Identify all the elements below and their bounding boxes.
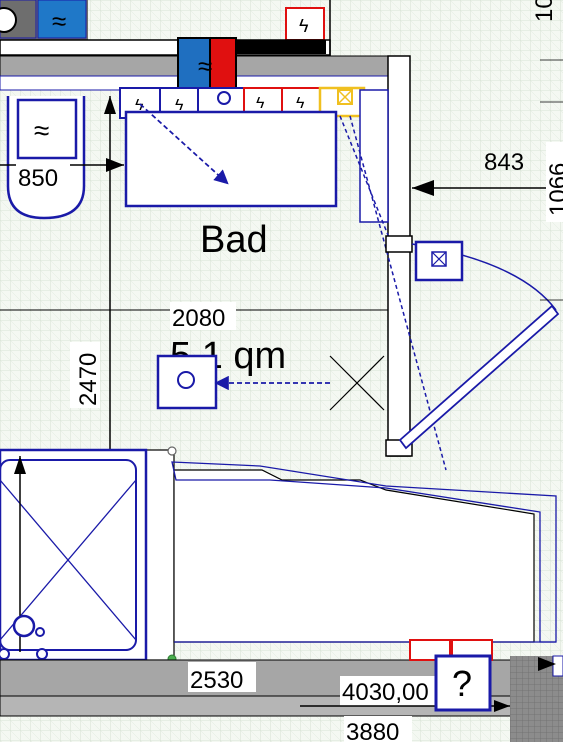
svg-text:ϟ: ϟ <box>296 95 305 112</box>
water-wave-icon: ≈ <box>52 6 66 36</box>
dim-2530-label: 2530 <box>190 667 243 694</box>
lightning-icon: ϟ <box>299 16 309 36</box>
room-name: Bad <box>200 219 268 261</box>
dim-843-arrow <box>412 180 434 196</box>
dim-3880-label: 3880 <box>346 719 399 742</box>
help-question-icon: ? <box>452 663 472 704</box>
dim-1066-label: 1066 <box>545 163 563 216</box>
right-wall-upper <box>387 55 411 247</box>
ventilation-box <box>156 354 218 410</box>
help-button[interactable] <box>434 654 492 712</box>
washbasin-cabinet <box>124 110 338 208</box>
shower-tray <box>0 448 148 662</box>
bathtub-wall <box>145 449 175 661</box>
door-switch-box <box>414 240 464 282</box>
dim-2080-label: 2080 <box>172 305 225 332</box>
dim-2470-arrow-top <box>104 96 116 114</box>
fan-icon <box>177 371 195 389</box>
shower-drain-icon <box>12 614 36 638</box>
boiler-block-red <box>209 37 237 91</box>
cistern-wave-icon: ≈ <box>34 115 49 146</box>
svg-text:ϟ: ϟ <box>175 97 184 114</box>
dim-top-right-label: 10 <box>531 0 558 22</box>
door-frame-top <box>385 235 413 253</box>
right-wall-middle <box>387 245 411 457</box>
dim-4030-label: 4030,00 <box>342 679 429 706</box>
water-heater-symbol <box>37 0 87 39</box>
dim-2470-label: 2470 <box>75 353 102 406</box>
corner-node-top[interactable] <box>167 446 177 456</box>
dim-843-label: 843 <box>484 149 524 176</box>
toilet-symbol: ≈ <box>6 96 86 220</box>
door-leaf <box>398 304 560 450</box>
svg-text:ϟ: ϟ <box>135 97 144 114</box>
top-wall-dark <box>236 40 326 54</box>
supply-line-diagonal <box>139 103 229 185</box>
dim-850-label: 850 <box>18 165 58 192</box>
electric-outlet-top <box>285 7 325 41</box>
washer-drum-icon <box>0 7 17 33</box>
svg-text:ϟ: ϟ <box>256 95 265 112</box>
boiler-wave-icon: ≈ <box>198 51 212 81</box>
